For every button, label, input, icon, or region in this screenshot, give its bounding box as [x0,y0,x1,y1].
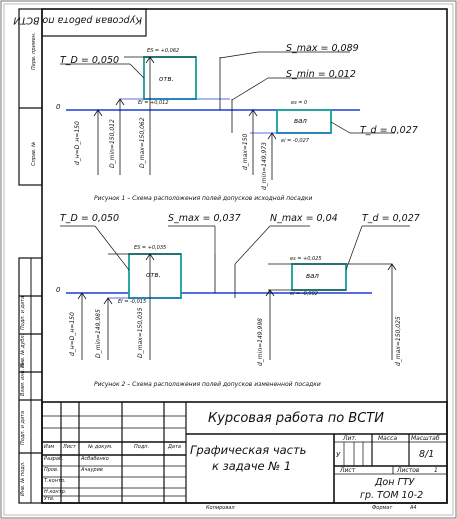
fig2-td-shaft: T_d = 0,027 [362,213,420,224]
tb-name-razrab: Асбабенко [81,456,109,462]
tb-org-line2: гр. ТОМ 10-2 [360,490,424,501]
side-strip-top [18,8,43,186]
tb-hdr-sheet: Лист [340,467,356,474]
tb-row-tkontr: Т.контр. [44,478,66,484]
fig2-shaft-label: вал [306,272,319,280]
fig2-es-hole: ES = +0,035 [134,245,167,251]
footer-format-value: А4 [410,505,417,511]
fig1-dim-dmin: D_min=150,012 [109,119,116,168]
fig1-td: T_D = 0,050 [60,55,120,66]
fig1-shaft-label: вал [294,117,307,125]
fig2-smax: S_max = 0,037 [168,213,241,224]
footer-format: Формат [372,505,393,511]
tb-row-nkontr: Н.контр. [44,489,67,495]
fig2-dim-dmax: D_max=150,035 [137,307,144,358]
fig2-ei-hole: EI = -0,015 [118,299,147,305]
tb-name-prov: Ачаурив [81,467,103,473]
fig1-ei-shaft: ei = -0,027 [281,138,309,144]
side-stamp-sprav: Справ. № [31,141,37,166]
tb-org-line1: Дон ГТУ [375,477,415,488]
fig1-dim-dmin-shaft: d_min=149,973 [261,142,268,190]
fig2-dim-dmin-shaft: d_min=149,998 [257,318,264,366]
fig1-es-hole: ES = +0,062 [147,48,180,54]
figure-2-scheme [60,225,410,360]
tb-row-prov: Пров. [44,467,59,473]
fig1-td-shaft: T_d = 0,027 [360,125,418,136]
fig2-es-shaft: es = +0,025 [290,256,322,262]
tb-project-title: Курсовая работа по ВСТИ [208,411,384,426]
fig2-td: T_D = 0,050 [60,213,120,224]
tb-col-list: Лист [63,444,76,450]
figure-1-scheme [60,51,395,180]
fig1-zero: 0 [56,103,61,111]
tb-scale-value: 8/1 [419,449,435,460]
tb-lit-value: У [336,451,341,459]
side-stamp-perv: Перв. примен. [31,32,37,70]
side-stamp-inv-podl: Инв. № подл. [20,461,26,497]
tb-col-izm: Изм [44,444,55,450]
fig1-smax: S_max = 0,089 [286,43,359,54]
tb-hdr-sheets: Листов [397,467,420,474]
fig1-dim-d: d_н=D_н=150 [74,121,81,165]
tb-hdr-mass: Масса [378,435,398,442]
fig1-ei-hole: EI = +0,012 [138,100,169,106]
fig1-es-shaft: es = 0 [291,100,308,106]
fig2-dim-dmax-shaft: d_max=150,025 [395,316,402,366]
tb-hdr-scale: Масштаб [411,435,440,442]
fig2-ei-shaft: ei = -0,002 [290,291,318,297]
tb-col-sign: Подп. [134,444,150,450]
fig2-hole-label: отв. [146,271,161,279]
tb-doc-title-2: к задаче № 1 [212,459,292,473]
tb-row-utv: Утв. [44,496,55,502]
fig2-caption: Рисунок 2 – Схема расположения полей доп… [94,381,321,388]
side-stamp-inv-dubl: Инв. № дубл. [20,333,26,368]
title-block [41,401,448,504]
tb-col-doc: № докум. [88,444,113,450]
fig2-nmax: N_max = 0,04 [270,213,338,224]
tb-sheets-value: 1 [434,467,438,474]
fig2-zero: 0 [56,286,61,294]
tb-hdr-lit: Лит. [343,435,357,442]
fig1-dim-dmax: D_max=150,062 [139,117,146,168]
tb-doc-title-1: Графическая часть [190,443,307,457]
side-stamp-podp-2: Подп. и дата [20,410,26,445]
side-stamp-podp-1: Подп. и дата [20,295,26,330]
tb-row-razrab: Разраб. [44,456,64,462]
corner-stamp-text: Курсовая работа по ВСТИ [13,14,142,26]
fig2-dim-d: d_н=D_н=150 [69,312,76,356]
footer-copied: Копировал [206,505,235,511]
fig1-caption: Рисунок 1 – Схема расположения полей доп… [94,195,313,202]
tb-col-date: Дата [168,444,181,450]
fig1-dim-dmax-shaft: d_max=150 [242,133,249,170]
fig1-smin: S_min = 0,012 [286,69,356,80]
fig1-hole-label: отв. [159,75,174,83]
fig2-dim-dmin: D_min=149,985 [95,309,102,358]
